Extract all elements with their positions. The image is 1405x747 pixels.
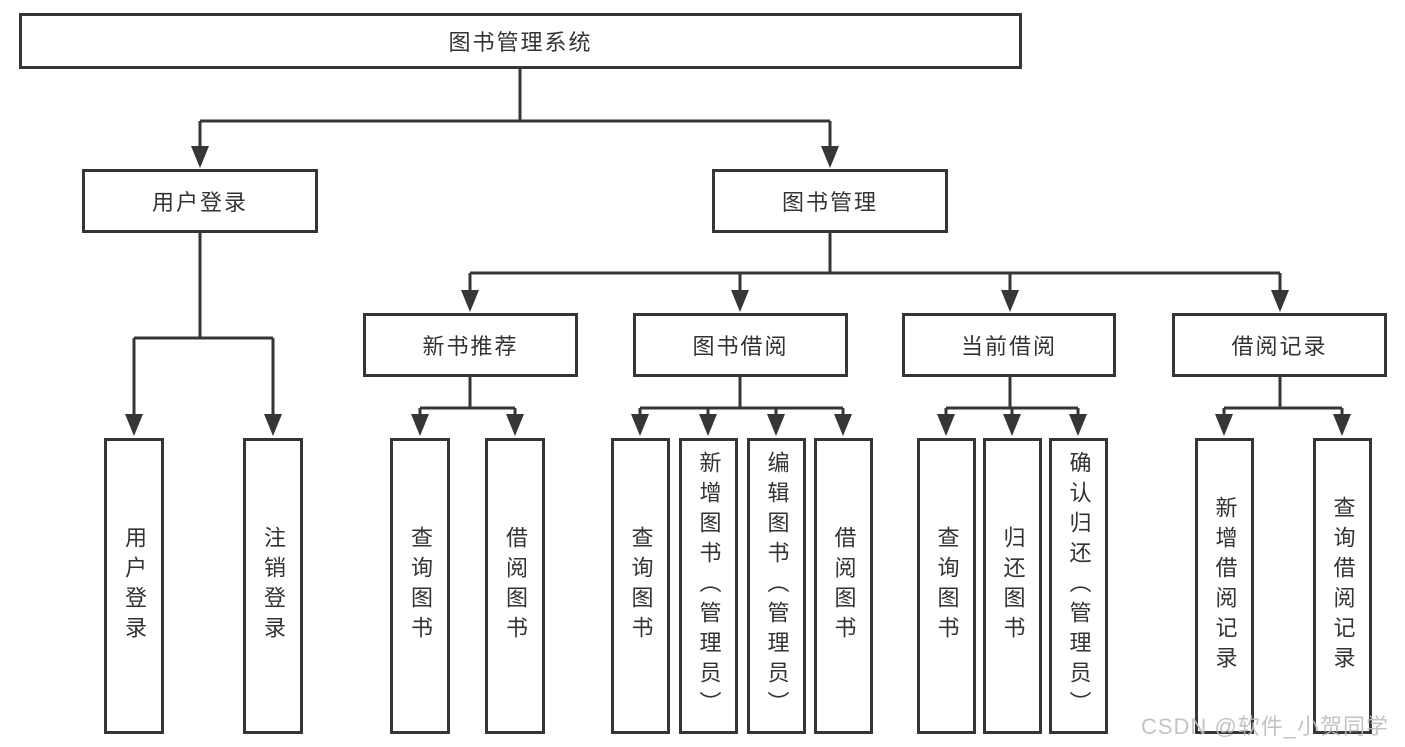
node-current-borrowing: 当前借阅 <box>902 313 1116 377</box>
leaf-query-books-recommend: 查询图书 <box>390 438 450 734</box>
node-book-management: 图书管理 <box>712 169 948 233</box>
arrowhead-icon <box>1003 414 1021 436</box>
leaf-add-borrow-record: 新增借阅记录 <box>1195 438 1254 734</box>
leaf-query-books-current: 查询图书 <box>917 438 976 734</box>
leaf-return-books: 归还图书 <box>983 438 1042 734</box>
arrowhead-icon <box>1271 290 1289 312</box>
leaf-borrow-books: 借阅图书 <box>814 438 873 734</box>
csdn-watermark: CSDN @软件_小贺同学 <box>1140 714 1389 739</box>
arrowhead-icon <box>1333 414 1351 436</box>
node-root-system: 图书管理系统 <box>19 13 1022 69</box>
arrowhead-icon <box>1069 414 1087 436</box>
connector-path <box>132 69 1344 416</box>
leaf-add-books-admin: 新增图书（管理员） <box>679 438 738 734</box>
arrowhead-icon <box>1215 414 1233 436</box>
leaf-query-books-borrowing: 查询图书 <box>611 438 670 734</box>
leaf-user-login: 用户登录 <box>104 438 164 734</box>
node-book-borrowing: 图书借阅 <box>633 313 848 377</box>
arrowhead-icon <box>937 414 955 436</box>
arrowhead-icon <box>834 414 852 436</box>
arrowhead-icon <box>631 414 649 436</box>
node-user-login: 用户登录 <box>82 169 318 233</box>
leaf-borrow-books-recommend: 借阅图书 <box>485 438 545 734</box>
arrowhead-icon <box>767 414 785 436</box>
node-new-book-recommend: 新书推荐 <box>363 313 578 377</box>
arrowhead-icon <box>264 414 282 436</box>
arrowhead-icon <box>1001 290 1019 312</box>
leaf-logout: 注销登录 <box>243 438 303 734</box>
arrowhead-icon <box>821 146 839 168</box>
arrowhead-icon <box>506 414 524 436</box>
leaf-query-borrow-record: 查询借阅记录 <box>1313 438 1372 734</box>
arrowhead-icon <box>125 414 143 436</box>
arrowhead-icon <box>731 290 749 312</box>
arrowhead-icon <box>461 290 479 312</box>
leaf-confirm-return-admin: 确认归还（管理员） <box>1049 438 1108 734</box>
arrowhead-icon <box>699 414 717 436</box>
arrowhead-icon <box>411 414 429 436</box>
leaf-edit-books-admin: 编辑图书（管理员） <box>747 438 806 734</box>
node-borrowing-records: 借阅记录 <box>1172 313 1387 377</box>
arrowhead-icon <box>191 146 209 168</box>
